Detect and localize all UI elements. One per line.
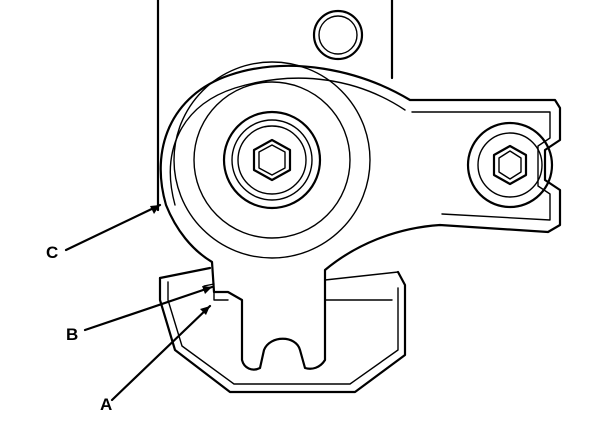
lever-arm	[159, 64, 562, 371]
fork-tab	[203, 283, 229, 301]
arrowhead-a	[200, 306, 210, 315]
label-c: C	[46, 243, 58, 262]
leader-lines	[64, 203, 214, 402]
arrowhead-c	[150, 205, 160, 214]
leader-a	[110, 304, 212, 402]
shaft	[156, 0, 394, 212]
lower-housing	[158, 266, 407, 394]
top-plug	[312, 9, 364, 61]
center-boss	[173, 61, 371, 259]
end-bolt	[466, 121, 554, 209]
leader-c	[64, 203, 162, 252]
arrowhead-b	[202, 286, 212, 294]
leader-b	[83, 285, 214, 332]
label-b: B	[66, 325, 78, 344]
label-a: A	[100, 395, 112, 414]
